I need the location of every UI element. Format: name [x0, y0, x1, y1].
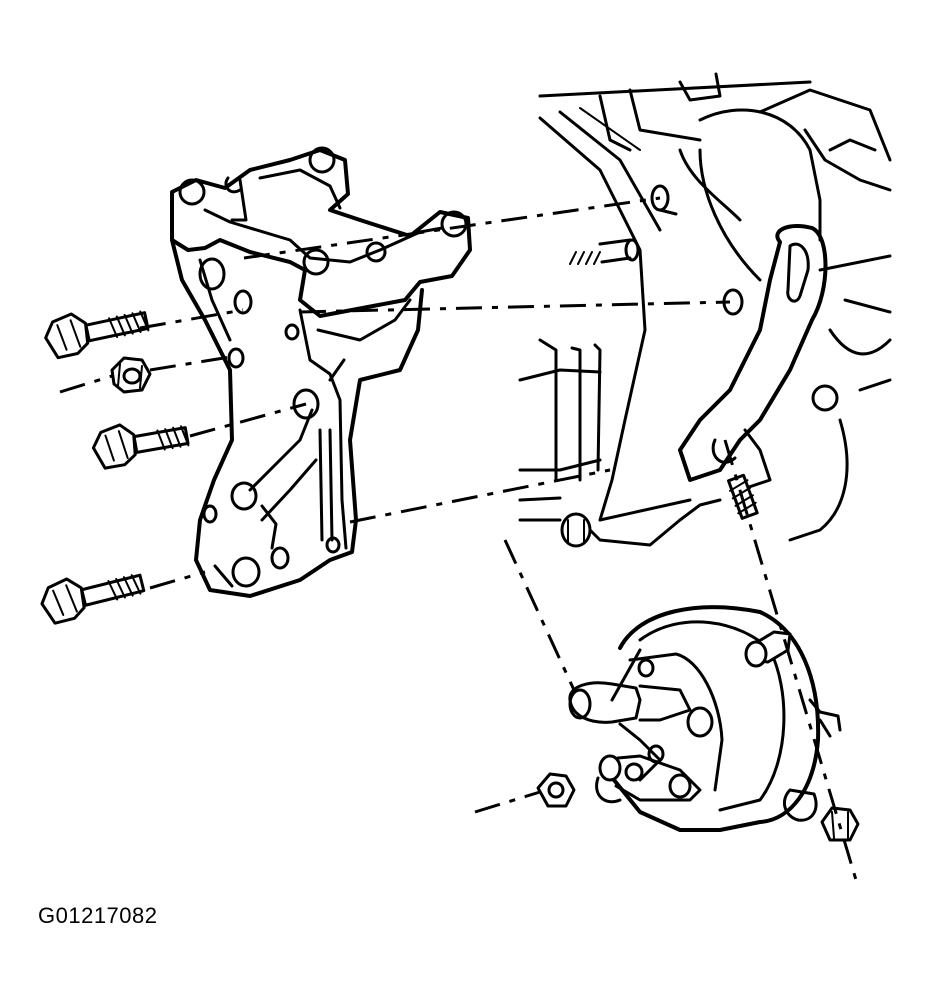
- bolt-icon: [44, 310, 150, 360]
- figure-code: G01217082: [38, 903, 158, 928]
- nut-icon: [110, 356, 152, 394]
- bolt-icon: [560, 512, 592, 548]
- pump-assembly: [568, 605, 842, 832]
- mounting-bracket: [170, 146, 472, 598]
- nut-icon: [536, 772, 576, 808]
- stud-icon: [569, 238, 640, 265]
- bolt-icon: [91, 423, 190, 470]
- bolt-icon: [40, 573, 146, 625]
- engine-block: [518, 72, 892, 547]
- support-bracket-arm: [678, 223, 828, 492]
- alignment-lines: [59, 196, 858, 881]
